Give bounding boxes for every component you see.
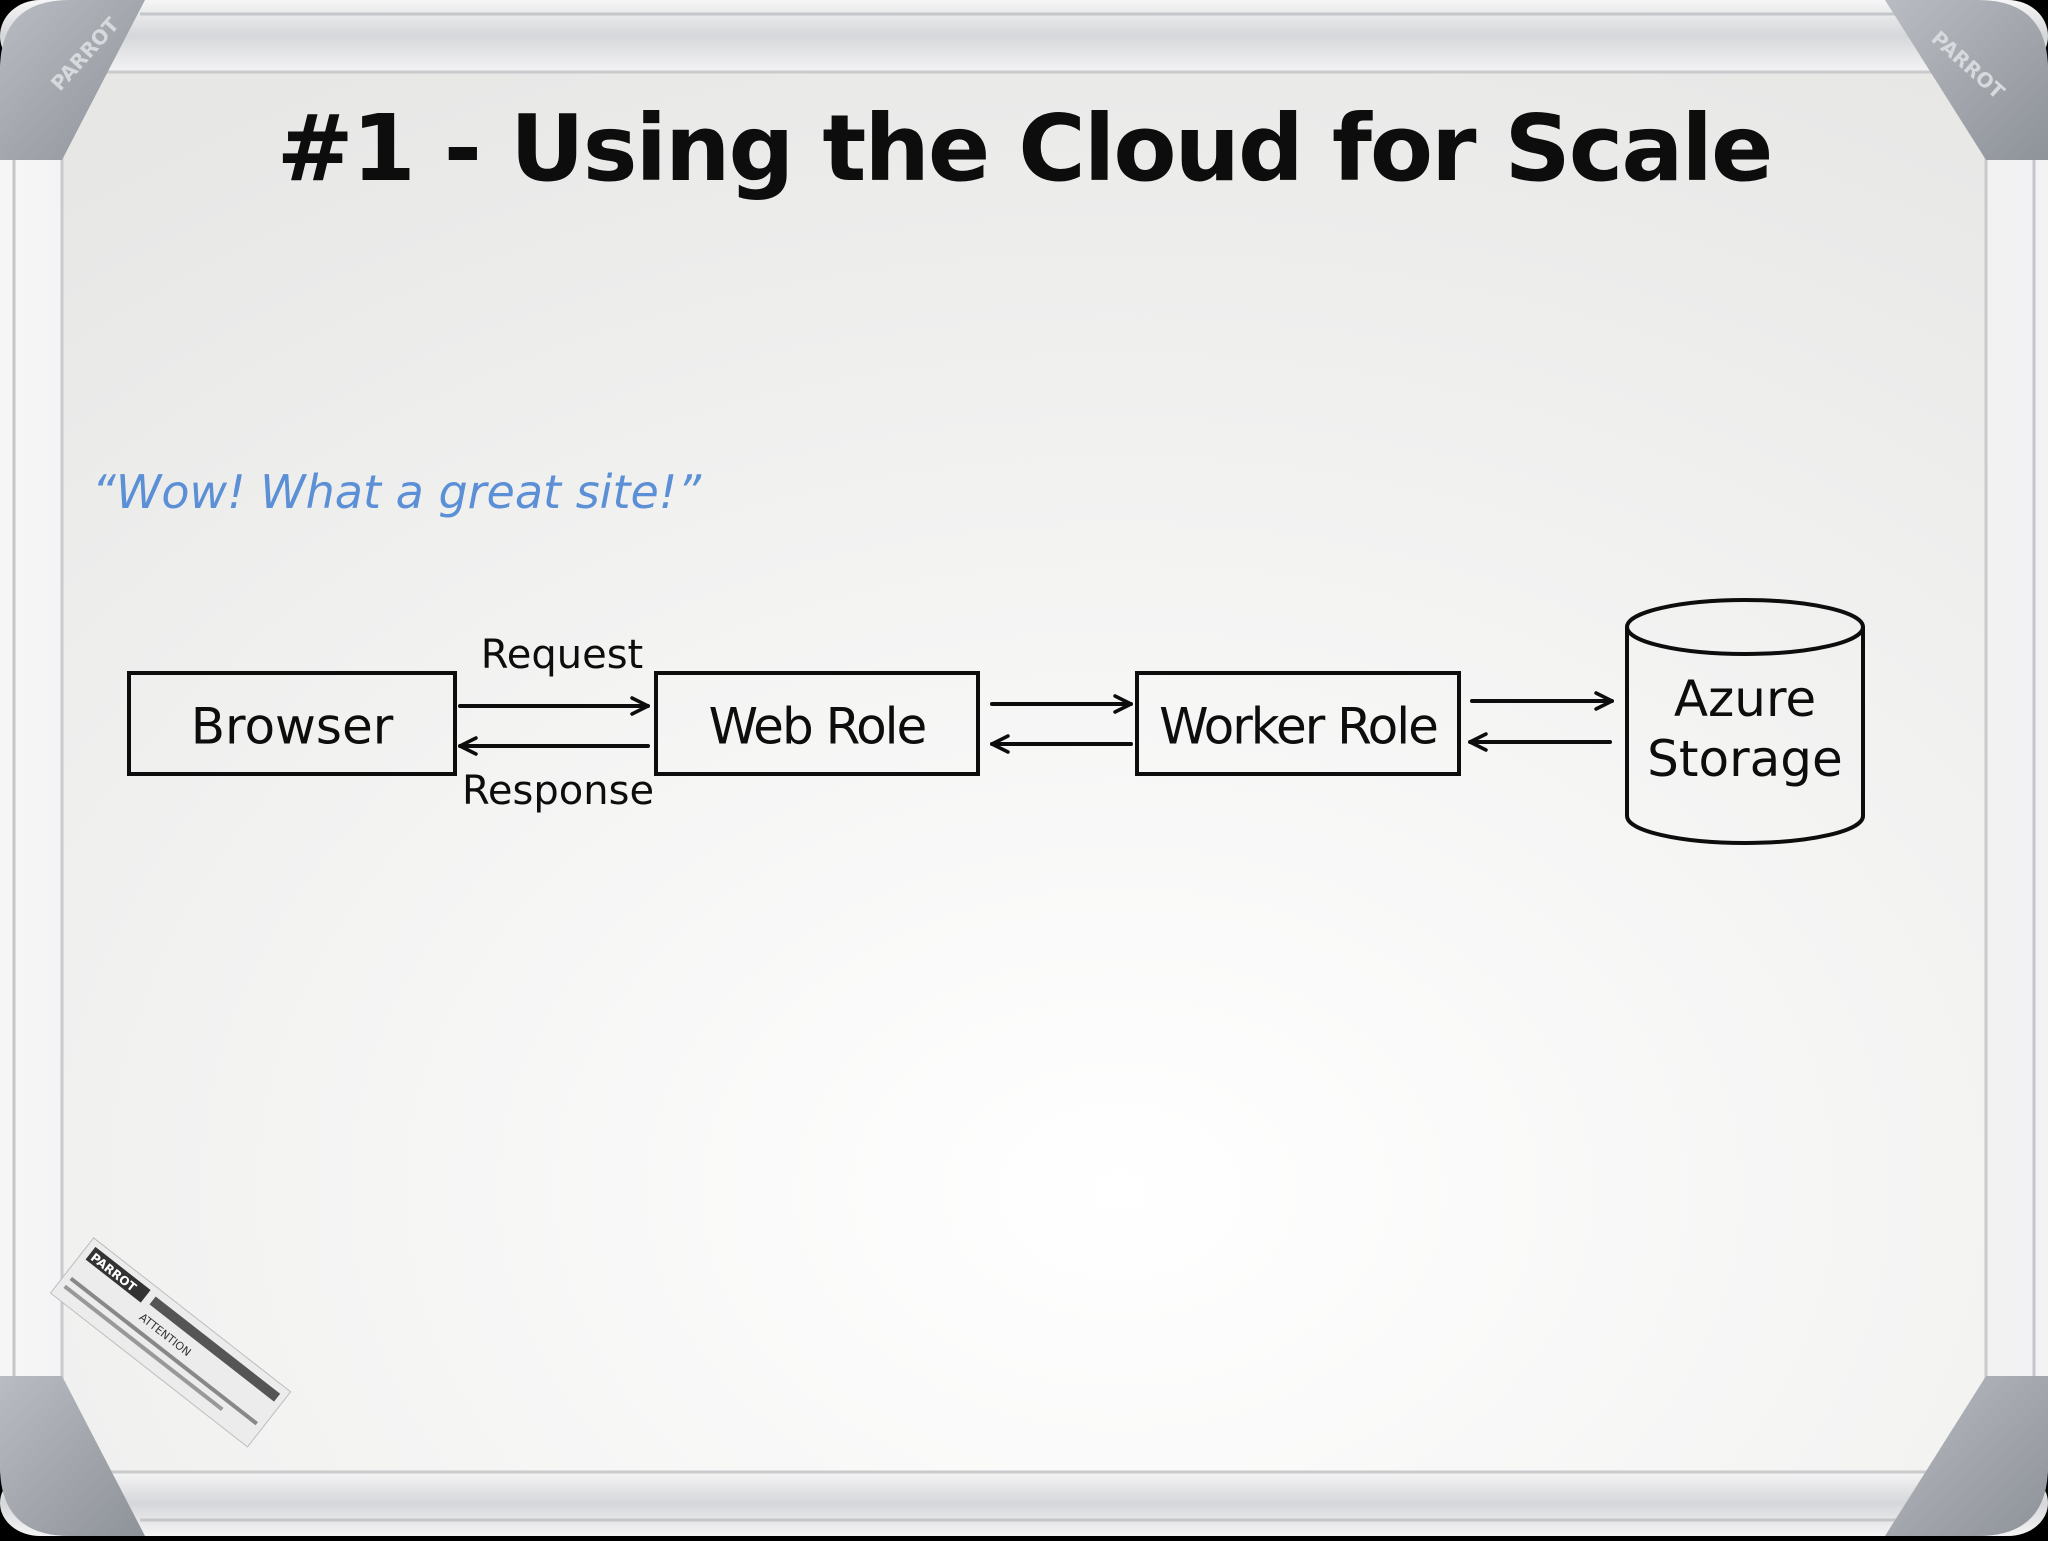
browser-label: Browser (191, 698, 394, 756)
azure-storage-node: Azure Storage (1625, 598, 1865, 845)
request-label: Request (481, 632, 643, 678)
frame-corner-top-right: PARROT (1885, 0, 2048, 160)
response-label: Response (462, 768, 654, 814)
frame-corner-bottom-right (1885, 1376, 2048, 1536)
architecture-diagram: Browser Web Role Worker Role Azure Stora… (127, 598, 1865, 845)
web-role-label: Web Role (709, 698, 926, 756)
page-title: #1 - Using the Cloud for Scale (277, 95, 1772, 202)
azure-storage-label-line2: Storage (1647, 730, 1843, 788)
quote-text: “Wow! What a great site!” (92, 465, 702, 519)
worker-role-label: Worker Role (1159, 698, 1437, 756)
frame-corner-bottom-left (0, 1376, 145, 1536)
manufacturer-sticker: PARROT ATTENTION (49, 1237, 292, 1448)
web-role-node: Web Role (654, 671, 980, 776)
azure-storage-label-line1: Azure (1674, 670, 1816, 728)
worker-role-node: Worker Role (1135, 671, 1461, 776)
browser-node: Browser (127, 671, 457, 776)
